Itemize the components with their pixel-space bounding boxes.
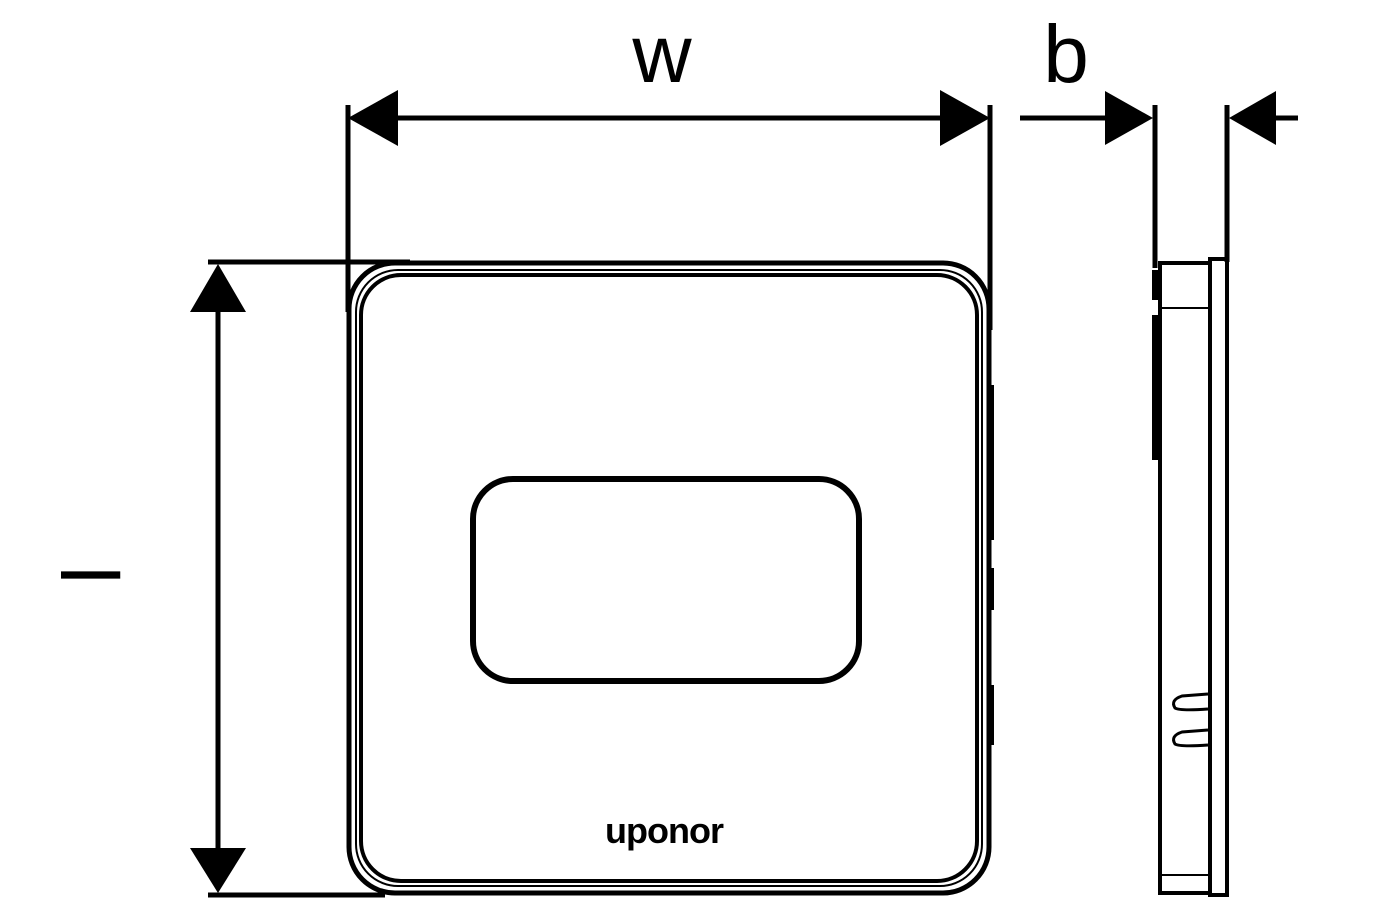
length-dimension xyxy=(190,259,410,898)
back-plate xyxy=(1208,257,1229,897)
arrowhead-left xyxy=(1229,91,1276,145)
depth-label: b xyxy=(1043,9,1089,100)
display-window xyxy=(470,476,862,684)
outer-frame xyxy=(346,260,992,896)
depth-dimension xyxy=(1020,91,1298,268)
frame-ring xyxy=(355,269,983,887)
width-label: w xyxy=(631,9,692,100)
arrowhead-up xyxy=(190,264,246,312)
clip xyxy=(1172,728,1209,748)
arrowhead-down xyxy=(190,848,246,893)
length-label: l xyxy=(47,566,138,584)
arrowhead-right xyxy=(940,90,990,146)
front-cover xyxy=(359,273,979,883)
arrowhead-left xyxy=(348,90,398,146)
arrowhead-right xyxy=(1105,91,1153,145)
width-dimension xyxy=(345,90,993,330)
side-view xyxy=(1152,257,1229,897)
housing-body xyxy=(1158,261,1212,895)
clip xyxy=(1172,692,1209,712)
front-view xyxy=(346,260,994,896)
brand-logo: uponor xyxy=(605,810,724,851)
